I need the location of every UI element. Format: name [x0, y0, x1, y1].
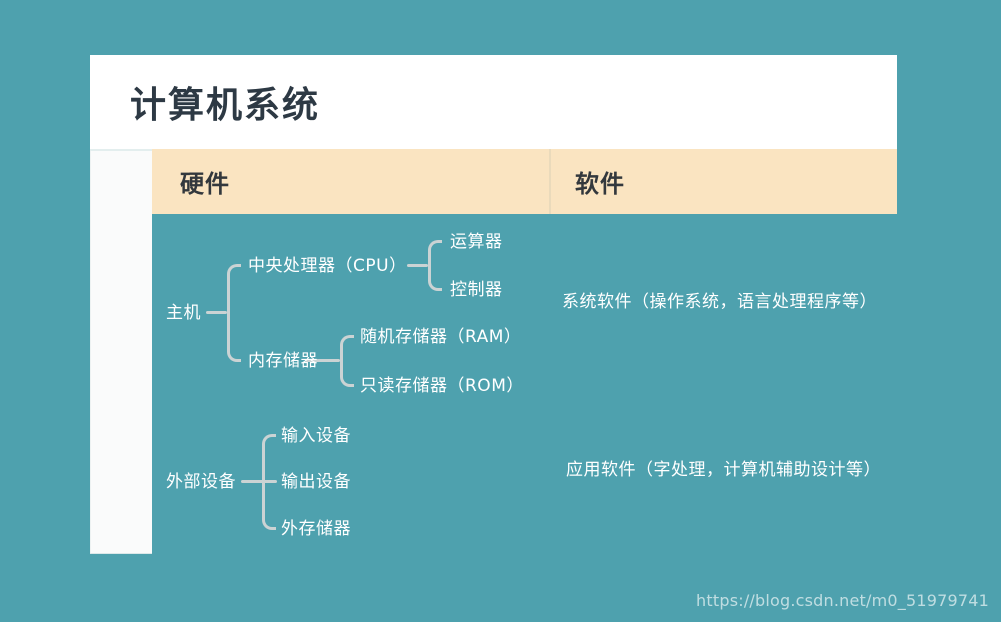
tree-node-alu: 运算器 [450, 232, 503, 252]
tree-node-cpu: 中央处理器（CPU） [248, 256, 407, 276]
software-item-system: 系统软件（操作系统，语言处理程序等） [562, 292, 877, 312]
column-divider [549, 149, 551, 214]
bracket-memory-children [340, 335, 354, 387]
connector-host [206, 311, 227, 314]
tree-node-input-device: 输入设备 [281, 426, 351, 446]
tree-node-memory: 内存储器 [248, 351, 318, 371]
page-title: 计算机系统 [130, 85, 321, 126]
connector-cpu [407, 264, 428, 267]
tree-node-output-device: 输出设备 [281, 472, 351, 492]
column-header-hardware: 硬件 [152, 149, 549, 214]
bracket-cpu-children [428, 240, 442, 291]
title-card: 计算机系统 [90, 55, 897, 149]
connector-memory [305, 359, 340, 362]
tree-node-rom: 只读存储器（ROM） [360, 376, 524, 396]
left-side-strip [90, 149, 152, 553]
bracket-host-children [227, 264, 241, 362]
tree-node-peripherals: 外部设备 [166, 472, 236, 492]
tree-node-host: 主机 [166, 303, 201, 323]
tree-node-controller: 控制器 [450, 280, 503, 300]
software-column-label: 软件 [575, 170, 625, 198]
hardware-column-label: 硬件 [180, 170, 230, 198]
column-header-software: 软件 [551, 149, 897, 214]
tree-node-external-storage: 外存储器 [281, 519, 351, 539]
software-item-application: 应用软件（字处理，计算机辅助设计等） [566, 460, 881, 480]
connector-peripherals [241, 480, 277, 483]
bracket-peripherals-children [262, 434, 276, 530]
watermark-url: https://blog.csdn.net/m0_51979741 [696, 591, 989, 610]
column-header-bar: 硬件 软件 [152, 149, 897, 214]
tree-node-ram: 随机存储器（RAM） [360, 327, 522, 347]
